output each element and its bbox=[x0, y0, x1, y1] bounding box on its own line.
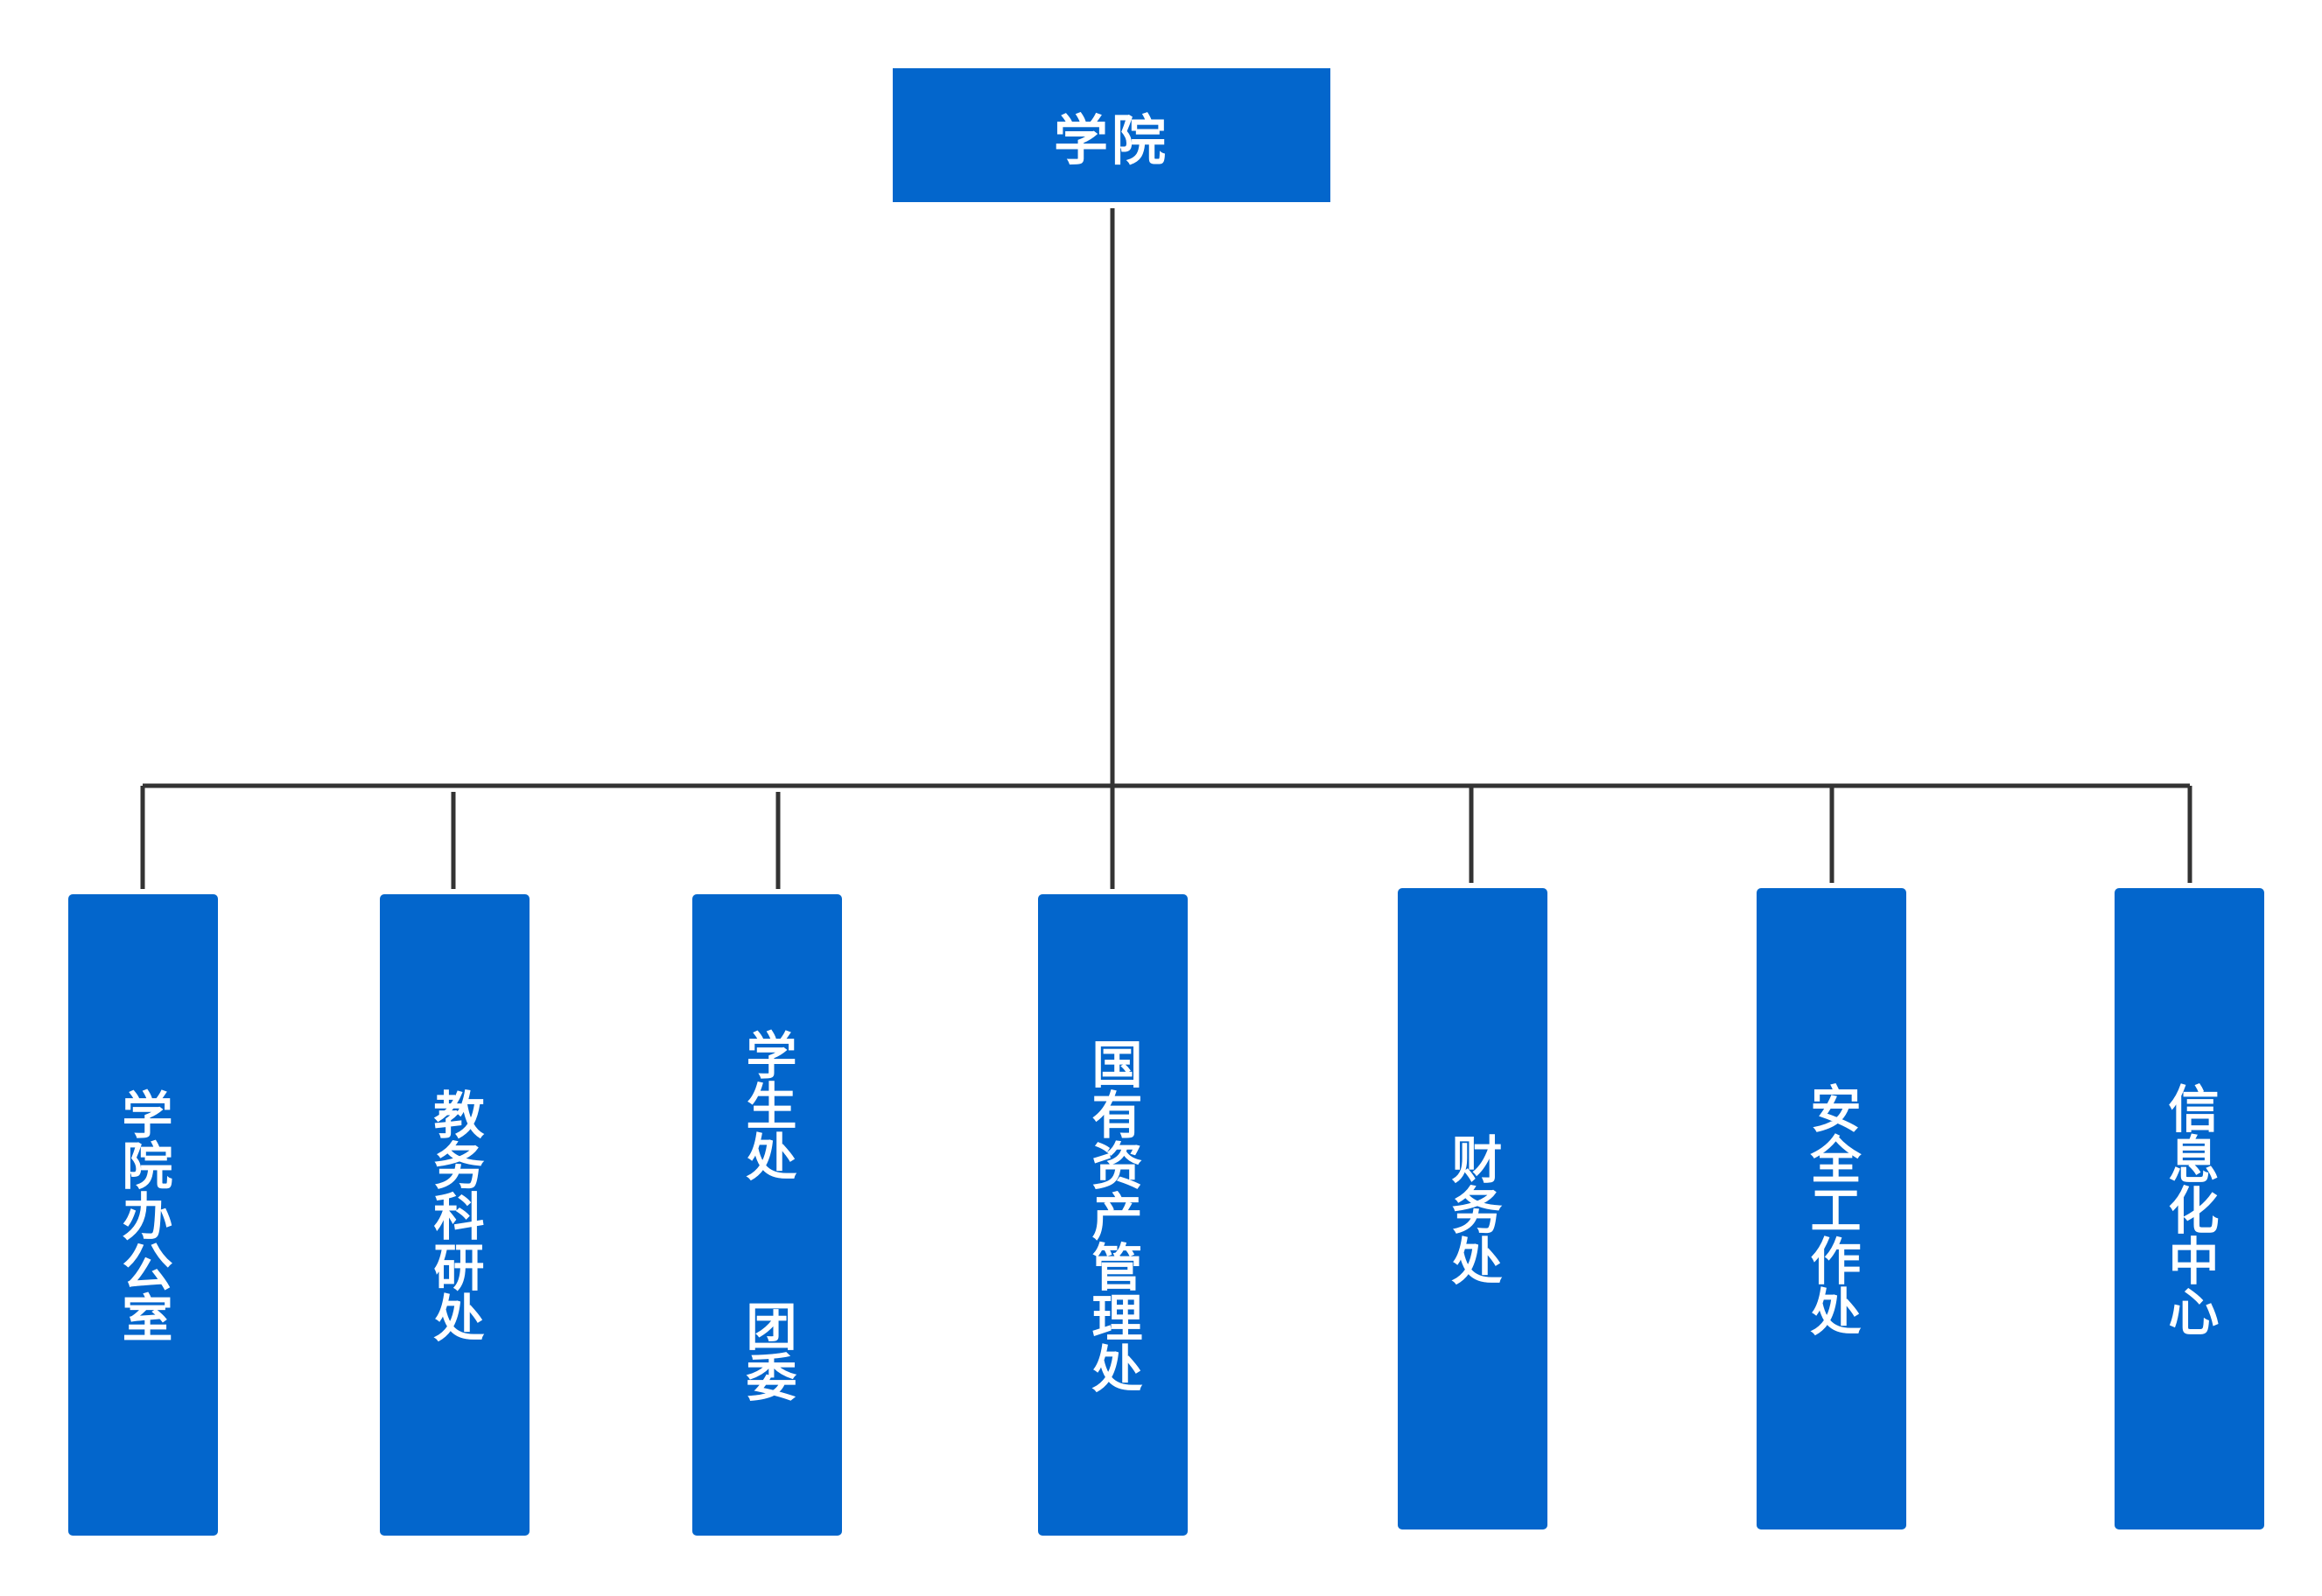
child-node-label: 教务科研处 bbox=[424, 1088, 485, 1342]
child-node-finance: 财务处 bbox=[1398, 888, 1547, 1530]
child-node-student-affairs: 学生处 团委 bbox=[692, 894, 842, 1536]
child-node-information-center: 信息化中心 bbox=[2115, 888, 2264, 1530]
child-node-academic-research: 教务科研处 bbox=[380, 894, 530, 1536]
child-node-label: 学院办公室 bbox=[113, 1088, 173, 1342]
child-node-state-assets: 国有资产管理处 bbox=[1038, 894, 1188, 1536]
root-node-label: 学院 bbox=[1053, 108, 1169, 172]
root-node: 学院 bbox=[893, 68, 1330, 202]
child-node-label: 学生处 团委 bbox=[737, 1028, 797, 1402]
child-node-label: 财务处 bbox=[1442, 1132, 1503, 1285]
child-node-label: 国有资产管理处 bbox=[1083, 1037, 1143, 1393]
child-node-safety: 安全工作处 bbox=[1757, 888, 1906, 1530]
child-node-label: 信息化中心 bbox=[2159, 1082, 2220, 1336]
child-node-college-office: 学院办公室 bbox=[68, 894, 218, 1536]
child-node-label: 安全工作处 bbox=[1801, 1082, 1862, 1336]
